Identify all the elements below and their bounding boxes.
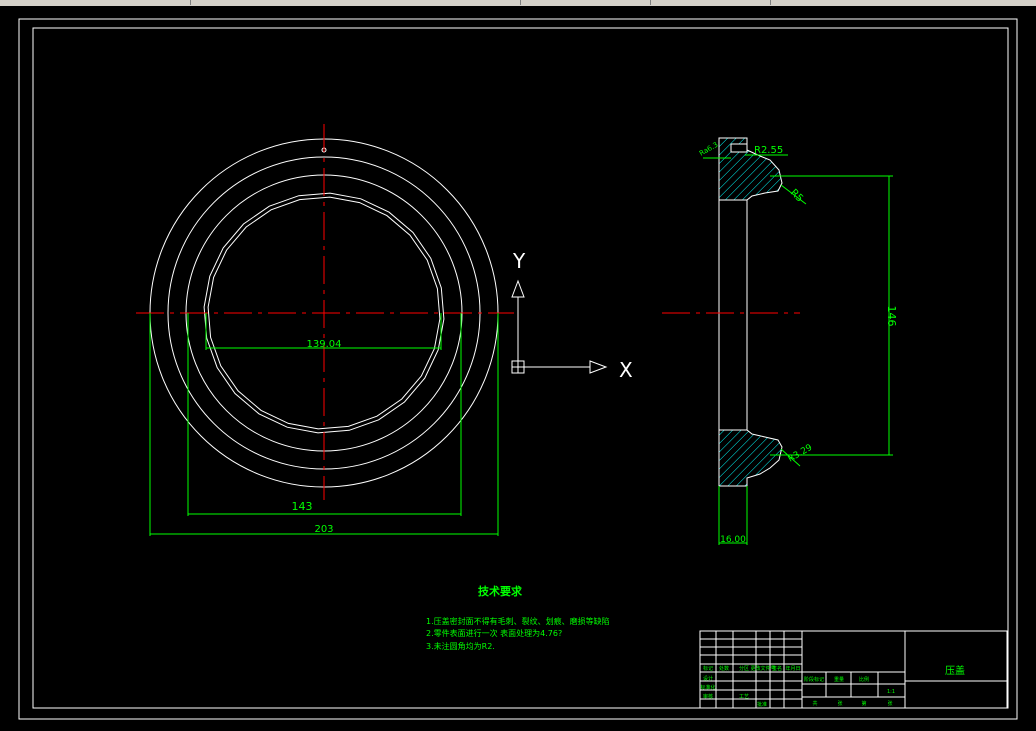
title-block-cell: 张 <box>837 700 842 707</box>
toolbar-segment[interactable] <box>520 0 651 5</box>
section-dimensions <box>703 154 893 545</box>
ucs-x-arrow <box>589 360 608 374</box>
title-block-cell: 年月日 <box>785 665 800 672</box>
label-r329: R3.29 <box>787 443 815 465</box>
title-block-cell: 批准 <box>757 701 767 708</box>
tech-title: 技术要求 <box>478 584 523 598</box>
title-block-cell: 第 <box>861 700 866 707</box>
title-block-cell: 标记 <box>703 665 713 672</box>
title-block-cell: 更改文件号 <box>750 665 775 672</box>
title-block-cell: 标准化 <box>700 684 715 691</box>
tech-item-2: 2.零件表面进行一次 表面处理为4.76? <box>426 628 562 638</box>
toolbar-segment[interactable] <box>0 0 191 5</box>
groove <box>730 143 748 153</box>
front-dimensions <box>149 313 499 536</box>
inner-bore-outline-2 <box>207 196 441 430</box>
ucs-y-label: Y <box>512 249 526 273</box>
ucs-icon[interactable] <box>511 279 608 374</box>
drawing-canvas[interactable]: 139.04 143 203 Y X <box>0 6 1036 731</box>
tech-item-1: 1.压盖密封面不得有毛刺、裂纹、划痕、磨损等缺陷 <box>426 616 610 626</box>
title-block-cell: 1:1 <box>887 689 895 695</box>
label-r255: R2.55 <box>754 145 783 156</box>
title-block-cell: 工艺 <box>739 694 749 700</box>
dim-text-mid: 143 <box>292 500 313 513</box>
section-view <box>662 137 800 487</box>
title-block-cell: 签名 <box>772 665 782 672</box>
front-view <box>136 124 514 500</box>
title-block-cell: 共 <box>812 700 817 707</box>
title-block-cell: 处数 <box>719 665 729 672</box>
toolbar-segment[interactable] <box>650 0 771 5</box>
title-block-cell: 阶段标记 <box>804 676 824 683</box>
toolbar-segment[interactable] <box>190 0 521 5</box>
title-block-frame <box>699 630 1008 709</box>
tech-item-3: 3.未注圆角均为R2. <box>426 641 495 651</box>
dim-text-146: 146 <box>885 306 898 327</box>
leader-r5 <box>780 184 807 205</box>
section-profile-bottom <box>718 429 783 487</box>
title-block-cell: 审核 <box>703 693 713 700</box>
inner-bore-outline <box>203 192 445 434</box>
title-block-cells: 标记处数 分区更改文件号签名年月日设计标准化审核 工艺批准 阶段标记 重量 比例共 张 第 张 1… <box>700 665 895 708</box>
sheet-inner-frame <box>32 27 1009 709</box>
tech-requirements: 技术要求 1.压盖密封面不得有毛刺、裂纹、划痕、磨损等缺陷 2.零件表面进行一次… <box>426 584 610 651</box>
title-block-cell: 重量 <box>834 676 844 683</box>
window-top-strip <box>0 0 1036 6</box>
title-block-cell: 比例 <box>859 676 869 683</box>
sheet-outer-frame <box>18 18 1018 720</box>
ucs-y-arrow <box>511 279 525 298</box>
title-block-cell: 张 <box>887 700 892 707</box>
part-name: 压盖 <box>945 664 965 677</box>
dim-text-16: 16.00 <box>720 535 746 545</box>
title-block-cell: 设计 <box>703 675 713 682</box>
label-surface-finish: Ra6.3 <box>698 141 719 158</box>
title-block <box>699 630 1008 709</box>
leader-r329 <box>780 448 801 467</box>
dim-text-inner: 139.04 <box>307 339 342 350</box>
ucs-x-label: X <box>619 358 633 382</box>
title-block-cell: 分区 <box>739 665 749 672</box>
dim-text-outer: 203 <box>314 524 333 535</box>
